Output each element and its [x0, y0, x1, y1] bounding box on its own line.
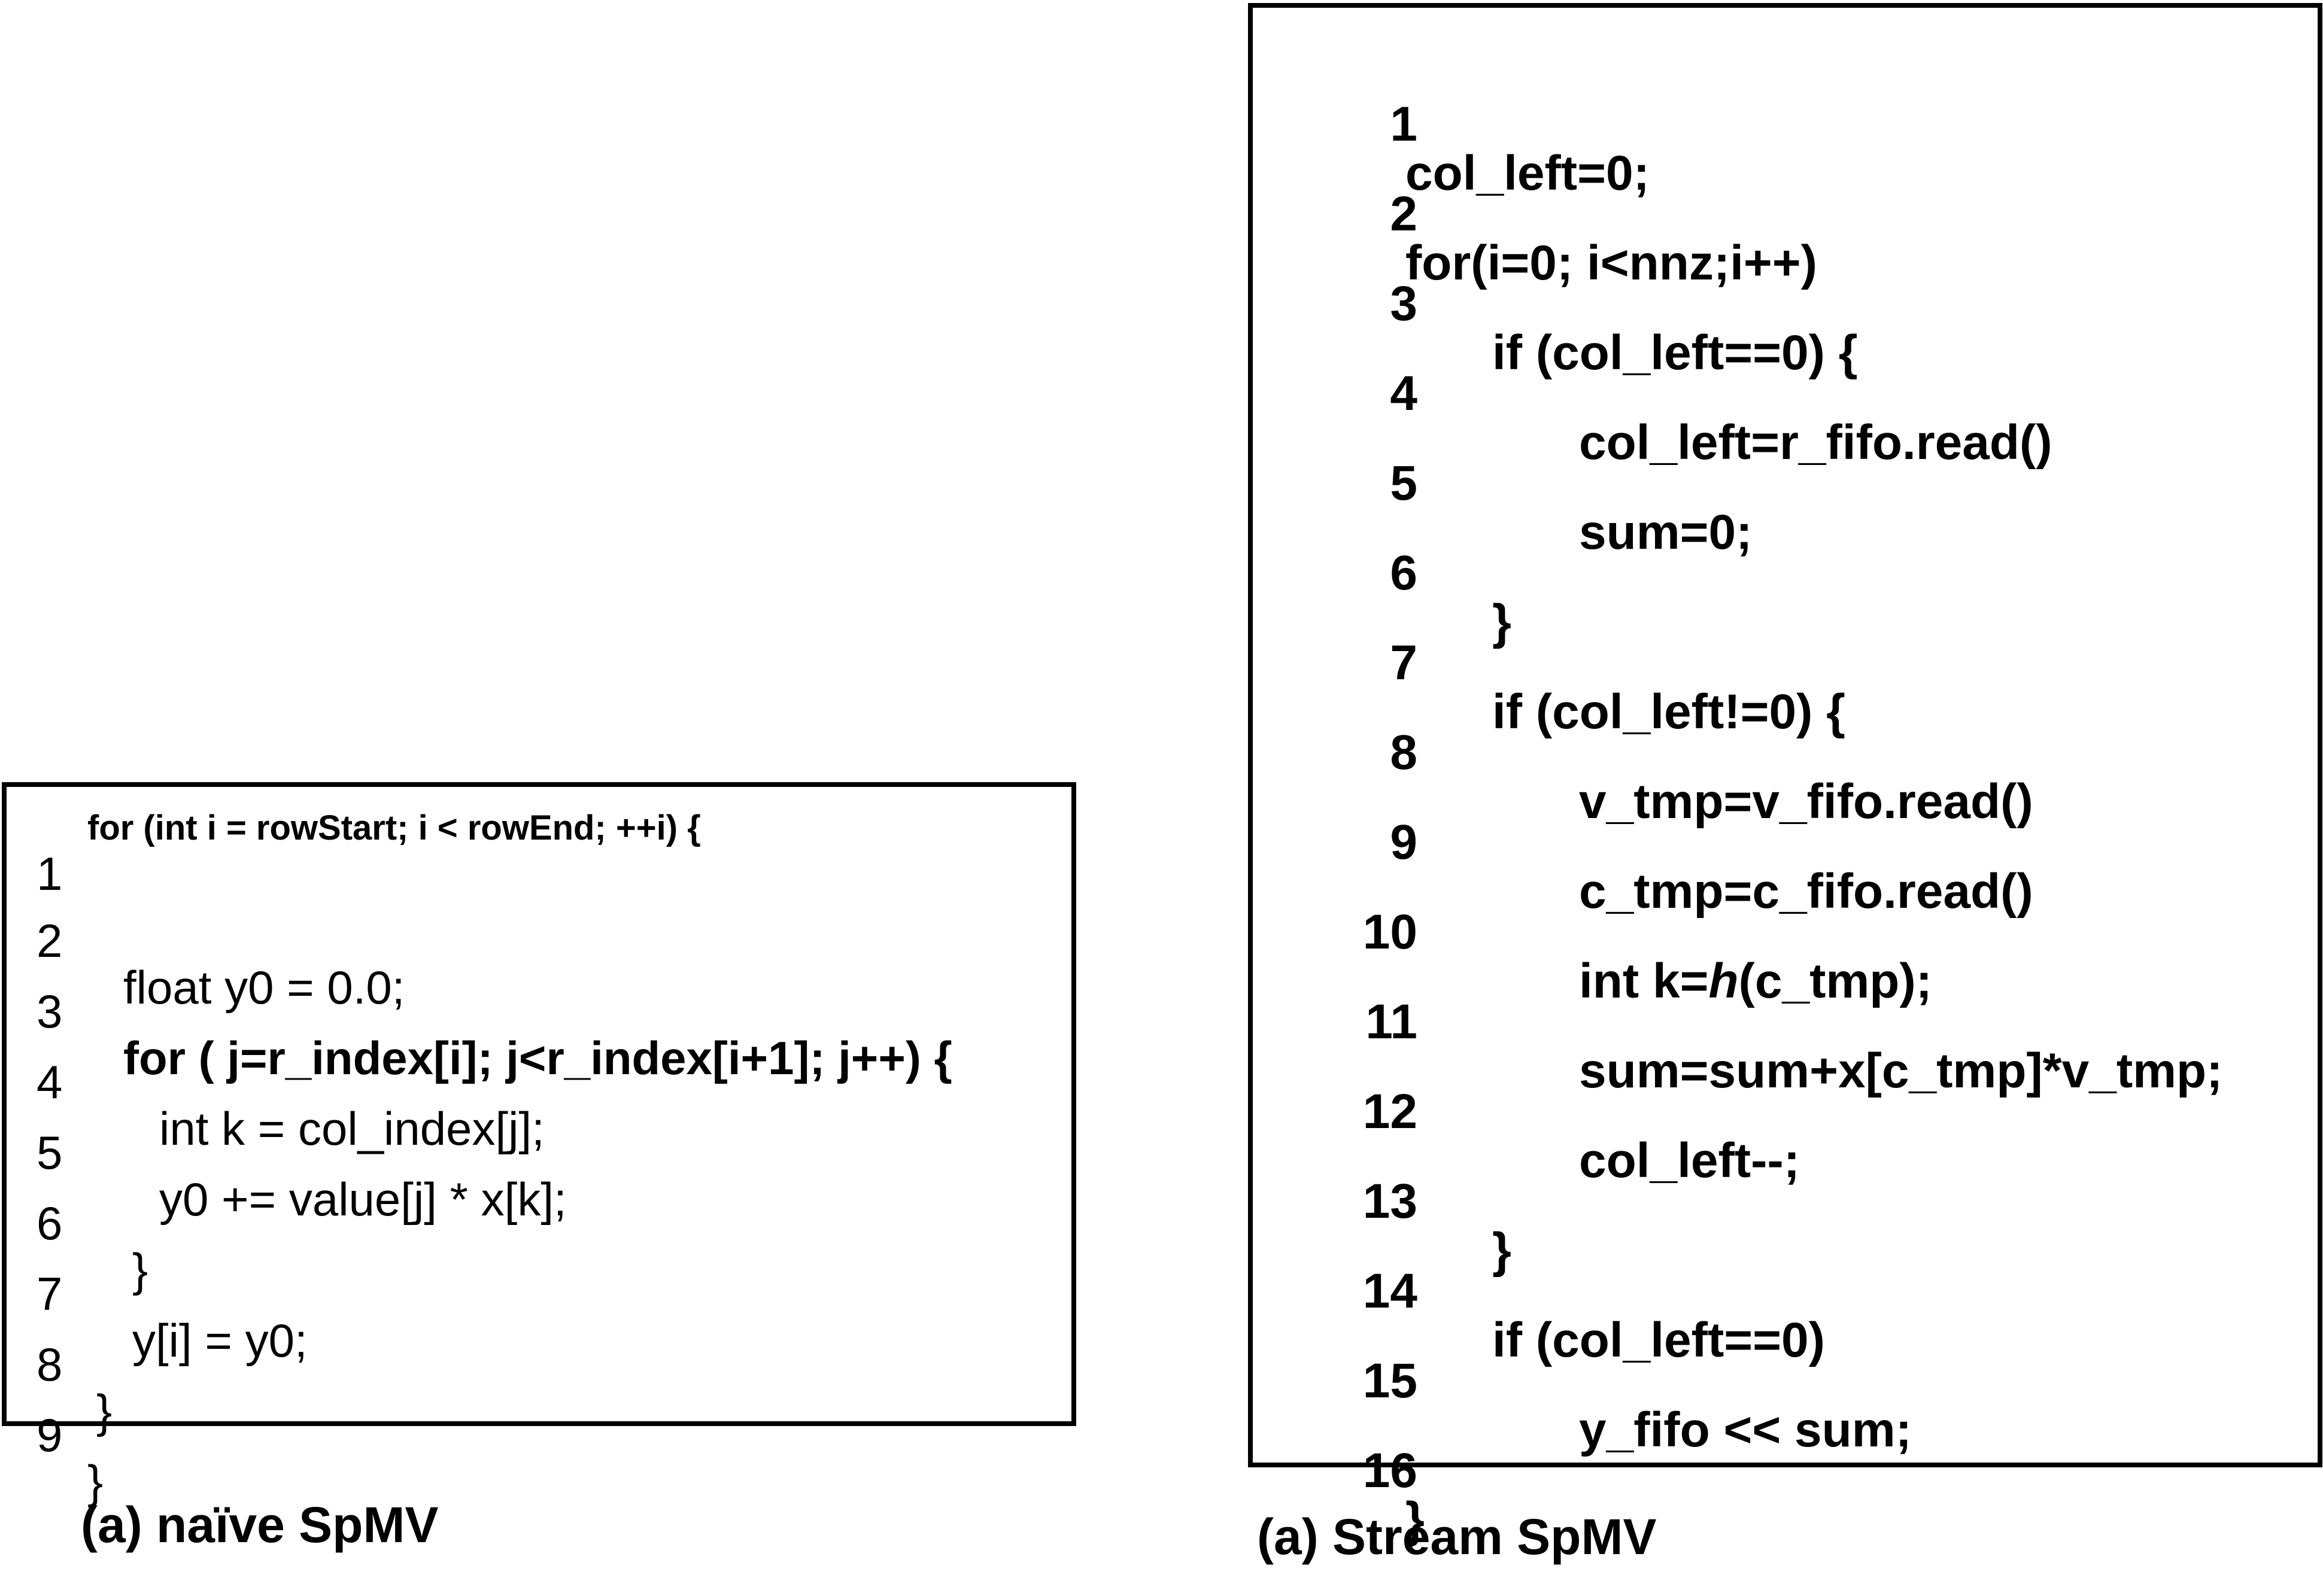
stream-line-text-11: sum=sum+x[c_tmp]*v_tmp; — [1579, 1044, 2223, 1098]
naive-line-text-8: } — [96, 1385, 113, 1437]
naive-line-number-2: 2 — [37, 914, 63, 967]
stream-line-text-8: v_tmp=v_fifo.read() — [1579, 774, 2033, 829]
stream-line-number-11: 11 — [1365, 995, 1417, 1049]
stream-line-number-16: 16 — [1362, 1443, 1417, 1498]
stream-line-10-post: (c_tmp); — [1738, 954, 1932, 1008]
stream-line-number-2: 2 — [1390, 187, 1417, 241]
naive-code-line-8: 8 } — [7, 1294, 112, 1481]
stream-code-line-6: 6 } — [1253, 500, 1511, 696]
stream-line-number-8: 8 — [1390, 725, 1417, 780]
stream-line-text-4: col_left=r_fifo.read() — [1579, 415, 2052, 470]
stream-line-text-5: sum=0; — [1579, 505, 1753, 560]
stream-code-line-3: 3 if (col_left==0) { — [1253, 230, 1857, 427]
naive-code-line-9: 9 } — [7, 1365, 103, 1552]
naive-line-text-9: } — [87, 1455, 104, 1508]
naive-line-text-5: y0 += value[j] * x[k]; — [159, 1173, 567, 1226]
naive-line-text-1: for (int i = rowStart; i < rowEnd; ++i) … — [87, 808, 701, 847]
stream-code-line-5: 5 sum=0; — [1253, 410, 1752, 606]
stream-line-text-13: } — [1492, 1223, 1511, 1278]
stream-line-text-16: } — [1405, 1492, 1425, 1547]
stream-line-10-pre: int k= — [1579, 954, 1709, 1008]
stream-code-line-9: 9 c_tmp=c_fifo.read() — [1253, 769, 2033, 965]
naive-line-number-6: 6 — [37, 1197, 63, 1250]
stream-line-text-6: } — [1492, 595, 1511, 649]
stream-line-text-2: for(i=0; i<nnz;i++) — [1405, 236, 1817, 290]
stream-line-number-13: 13 — [1362, 1174, 1417, 1229]
naive-line-number-3: 3 — [37, 985, 63, 1038]
hash-function-h: h — [1708, 954, 1739, 1008]
naive-line-number-7: 7 — [37, 1267, 63, 1320]
naive-code-line-5: 5 y0 += value[j] * x[k]; — [7, 1083, 567, 1269]
naive-line-text-2: float y0 = 0.0; — [123, 961, 405, 1014]
stream-line-number-4: 4 — [1390, 366, 1417, 421]
naive-line-number-1: 1 — [37, 847, 63, 900]
stream-code-line-16: 16 } — [1253, 1397, 1425, 1594]
stream-line-number-1: 1 — [1390, 97, 1417, 151]
stream-line-number-12: 12 — [1362, 1084, 1417, 1139]
naive-code-line-7: 7 y[i] = y0; — [7, 1224, 308, 1410]
stream-line-text-1: col_left=0; — [1405, 146, 1650, 200]
stream-spmv-caption: (a) Stream SpMV — [1257, 1509, 1657, 1565]
naive-line-text-3: for ( j=r_index[i]; j<r_index[i+1]; j++)… — [123, 1032, 952, 1084]
stream-code-line-1: 1 col_left=0; — [1253, 51, 1650, 247]
stream-line-number-14: 14 — [1362, 1264, 1417, 1318]
naive-line-number-9: 9 — [37, 1409, 63, 1461]
stream-line-text-7: if (col_left!=0) { — [1492, 685, 1846, 739]
stream-line-number-3: 3 — [1390, 276, 1417, 331]
stream-code-line-13: 13 } — [1253, 1128, 1511, 1324]
naive-code-line-3: 3 for ( j=r_index[i]; j<r_index[i+1]; j+… — [7, 941, 952, 1128]
naive-code-line-4: 4 int k = col_index[j]; — [7, 1012, 545, 1199]
stream-code-line-2: 2 for(i=0; i<nnz;i++) — [1253, 141, 1817, 337]
naive-line-text-4: int k = col_index[j]; — [159, 1102, 545, 1155]
stream-line-text-9: c_tmp=c_fifo.read() — [1579, 864, 2033, 919]
naive-line-number-8: 8 — [37, 1338, 63, 1391]
stream-code-line-7: 7 if (col_left!=0) { — [1253, 589, 1845, 786]
stream-line-text-12: col_left--; — [1579, 1133, 1800, 1188]
naive-code-line-1: 1 for (int i = rowStart; i < rowEnd; ++i… — [7, 804, 701, 990]
stream-line-number-6: 6 — [1390, 546, 1417, 600]
naive-code-line-2: 2 float y0 = 0.0; — [7, 871, 405, 1057]
stream-line-number-9: 9 — [1390, 815, 1417, 870]
stream-code-line-14: 14 if (col_left==0) — [1253, 1218, 1825, 1414]
stream-line-text-3: if (col_left==0) { — [1492, 326, 1858, 380]
stream-code-line-15: 15 y_fifo << sum; — [1253, 1308, 1912, 1504]
stream-line-number-10: 10 — [1362, 905, 1417, 959]
stream-line-text-10: int k=h(c_tmp); — [1579, 957, 1932, 1006]
naive-spmv-code-box: 1 for (int i = rowStart; i < rowEnd; ++i… — [2, 782, 1076, 1505]
stream-line-number-5: 5 — [1390, 456, 1417, 510]
stream-line-text-15: y_fifo << sum; — [1579, 1403, 1912, 1457]
stream-line-number-7: 7 — [1390, 636, 1417, 690]
stream-spmv-code-box: 1 col_left=0; 2 for(i=0; i<nnz;i++) 3 if… — [1248, 3, 2322, 1545]
stream-line-text-14: if (col_left==0) — [1492, 1313, 1825, 1367]
stream-code-line-10: 10 int k=h(c_tmp); — [1253, 859, 1932, 1055]
naive-line-number-4: 4 — [37, 1056, 63, 1108]
naive-spmv-caption: (a) naïve SpMV — [81, 1497, 439, 1553]
naive-line-text-7: y[i] = y0; — [132, 1314, 308, 1367]
stream-code-line-11: 11 sum=sum+x[c_tmp]*v_tmp; — [1253, 949, 2222, 1145]
naive-line-text-6: } — [132, 1244, 148, 1296]
stream-code-line-12: 12 col_left--; — [1253, 1038, 1800, 1235]
stream-line-number-15: 15 — [1362, 1354, 1417, 1408]
naive-line-number-5: 5 — [37, 1126, 63, 1179]
naive-code-line-6: 6 } — [7, 1153, 148, 1340]
stream-code-line-4: 4 col_left=r_fifo.read() — [1253, 320, 2052, 516]
stream-code-line-8: 8 v_tmp=v_fifo.read() — [1253, 679, 2033, 875]
